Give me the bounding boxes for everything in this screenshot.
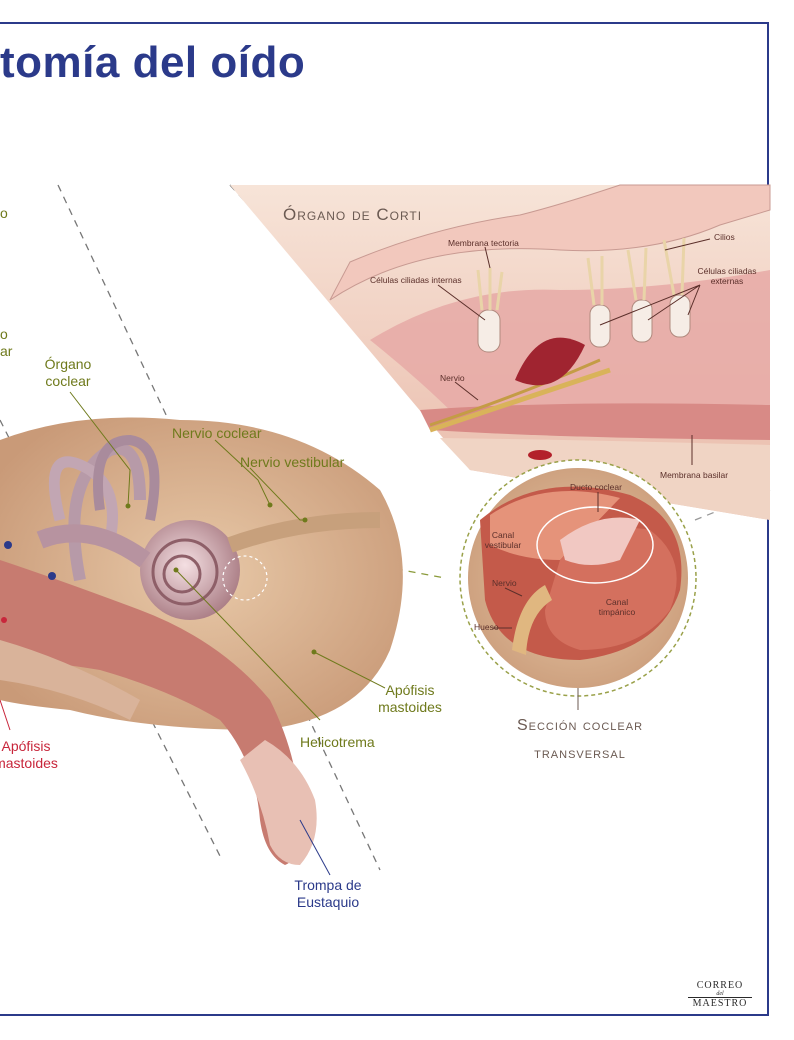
label-organo-coclear: Órgano coclear — [44, 356, 92, 389]
label-trompa-eustaquio: Trompa de Eustaquio — [294, 877, 362, 910]
label-fragment-1: o — [0, 326, 8, 342]
label-canal-vestibular: Canal vestibular — [484, 530, 522, 550]
logo-line1: CORREO — [696, 980, 744, 991]
leader-dots — [125, 502, 317, 655]
label-fragment-top: o — [0, 205, 8, 221]
label-celulas-externas: Células ciliadas externas — [697, 266, 757, 286]
page-title: tomía del oído — [0, 38, 306, 87]
label-apofisis-mastoides-red: Apófisis mastoides — [0, 738, 58, 771]
label-helicotrema: Helicotrema — [300, 734, 375, 750]
section-heading-line2: transversal — [534, 745, 626, 762]
label-membrana-basilar: Membrana basilar — [660, 470, 729, 480]
label-cilios: Cilios — [714, 232, 735, 242]
label-celulas-internas: Células ciliadas internas — [370, 275, 462, 285]
label-membrana-tectoria: Membrana tectoria — [448, 238, 519, 248]
label-section-nervio: Nervio — [492, 578, 517, 588]
label-nervio-vestibular: Nervio vestibular — [240, 454, 345, 470]
label-fragment-2: ar — [0, 343, 13, 359]
label-nervio-coclear: Nervio coclear — [172, 425, 262, 441]
cochlear-section-figure — [459, 459, 697, 697]
section-heading-line1: Sección coclear — [516, 717, 644, 734]
logo-line3: MAESTRO — [692, 998, 748, 1009]
logo-line2: del — [688, 991, 752, 998]
label-hueso: Hueso — [474, 622, 499, 632]
corti-heading: Órgano de Corti — [283, 205, 423, 224]
label-corti-nervio: Nervio — [440, 373, 465, 383]
leader-lines — [0, 238, 711, 876]
publisher-logo: CORREO del MAESTRO — [684, 980, 756, 1009]
ear-illustration — [0, 417, 403, 865]
label-ducto-coclear: Ducto coclear — [570, 482, 622, 492]
label-apofisis-mastoides-green: Apófisis mastoides — [378, 682, 442, 715]
label-canal-timpanico: Canal timpánico — [598, 597, 636, 617]
